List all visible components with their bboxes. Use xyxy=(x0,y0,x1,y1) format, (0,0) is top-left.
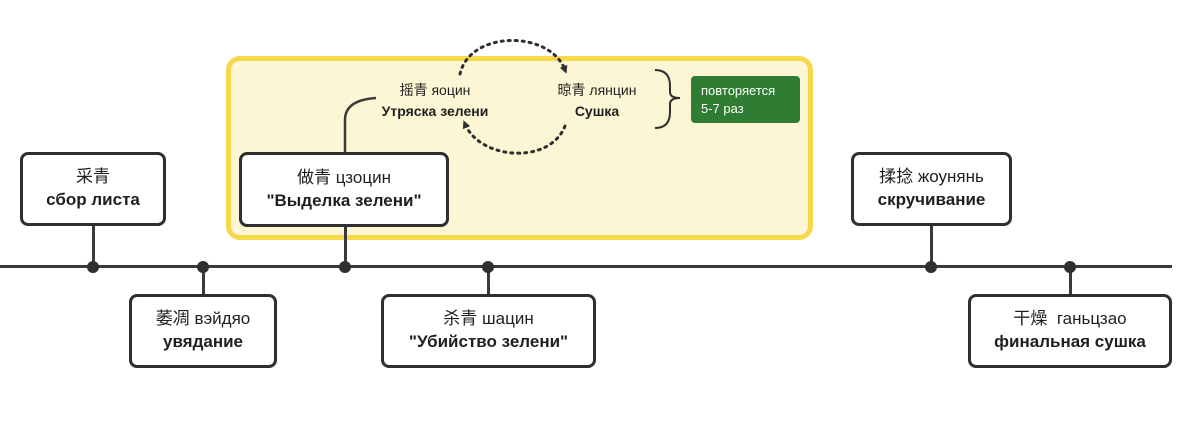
timeline-dot-weidiao xyxy=(197,261,209,273)
step-zuoqing-hanzi: 做青 xyxy=(297,167,332,188)
yaoqing-hanzi: 摇青 xyxy=(399,83,428,99)
cycle-arrow-top xyxy=(458,39,568,76)
repeat-badge-line1: повторяется xyxy=(701,83,776,98)
liangqing-pinyin: лянцин xyxy=(589,82,637,98)
cycle-step-liangqing: 晾青 лянцин Сушка xyxy=(537,80,657,122)
timeline-dot-shaqing xyxy=(482,261,494,273)
step-rounian-hanzi: 揉捻 xyxy=(879,167,914,188)
step-ganzao-hanzi: 干燥 xyxy=(1013,309,1048,330)
step-caiqing-name: сбор листа xyxy=(46,190,140,209)
timeline-dot-ganzao xyxy=(1064,261,1076,273)
step-box-caiqing: 采青 сбор листа xyxy=(20,152,166,226)
cycle-step-yaoqing: 摇青 яоцин Утряска зелени xyxy=(360,80,510,122)
step-box-shaqing: 杀青 шацин "Убийство зелени" xyxy=(381,294,596,368)
connector-weidiao xyxy=(202,266,205,296)
connector-rounian xyxy=(930,225,933,267)
timeline-line xyxy=(0,265,1172,268)
yaoqing-pinyin: яоцин xyxy=(431,82,471,98)
liangqing-name: Сушка xyxy=(574,103,620,120)
step-caiqing-hanzi: 采青 xyxy=(76,167,110,188)
step-ganzao-name: финальная сушка xyxy=(994,332,1146,351)
step-box-zuoqing: 做青 цзоцин "Выделка зелени" xyxy=(239,152,449,227)
timeline-dot-zuoqing xyxy=(339,261,351,273)
step-box-ganzao: 干燥 ганьцзао финальная сушка xyxy=(968,294,1172,368)
step-shaqing-name: "Убийство зелени" xyxy=(408,332,569,351)
step-zuoqing-pinyin: цзоцин xyxy=(335,167,391,187)
connector-caiqing xyxy=(92,225,95,267)
connector-zuoqing xyxy=(344,224,347,267)
step-shaqing-pinyin: шацин xyxy=(482,309,534,329)
liangqing-hanzi: 晾青 xyxy=(557,83,586,99)
repeat-bracket xyxy=(654,69,681,129)
timeline-dot-caiqing xyxy=(87,261,99,273)
yaoqing-name: Утряска зелени xyxy=(381,103,489,120)
connector-ganzao xyxy=(1069,266,1072,296)
timeline-dot-rounian xyxy=(925,261,937,273)
repeat-badge: повторяется 5-7 раз xyxy=(691,76,800,123)
step-box-weidiao: 萎凋 вэйдяо увядание xyxy=(129,294,277,368)
step-zuoqing-name: "Выделка зелени" xyxy=(266,190,422,210)
cycle-arrow-bottom xyxy=(462,120,567,155)
step-rounian-name: скручивание xyxy=(877,190,986,209)
step-ganzao-pinyin: ганьцзао xyxy=(1056,309,1127,329)
link-line-yaoqing xyxy=(343,96,377,152)
step-rounian-pinyin: жоунянь xyxy=(917,167,984,187)
connector-shaqing xyxy=(487,266,490,296)
step-box-rounian: 揉捻 жоунянь скручивание xyxy=(851,152,1012,226)
step-weidiao-hanzi: 萎凋 xyxy=(155,309,190,330)
step-shaqing-hanzi: 杀青 xyxy=(443,309,478,330)
repeat-badge-line2: 5-7 раз xyxy=(701,101,744,117)
step-weidiao-name: увядание xyxy=(162,332,244,351)
step-weidiao-pinyin: вэйдяо xyxy=(194,309,251,329)
